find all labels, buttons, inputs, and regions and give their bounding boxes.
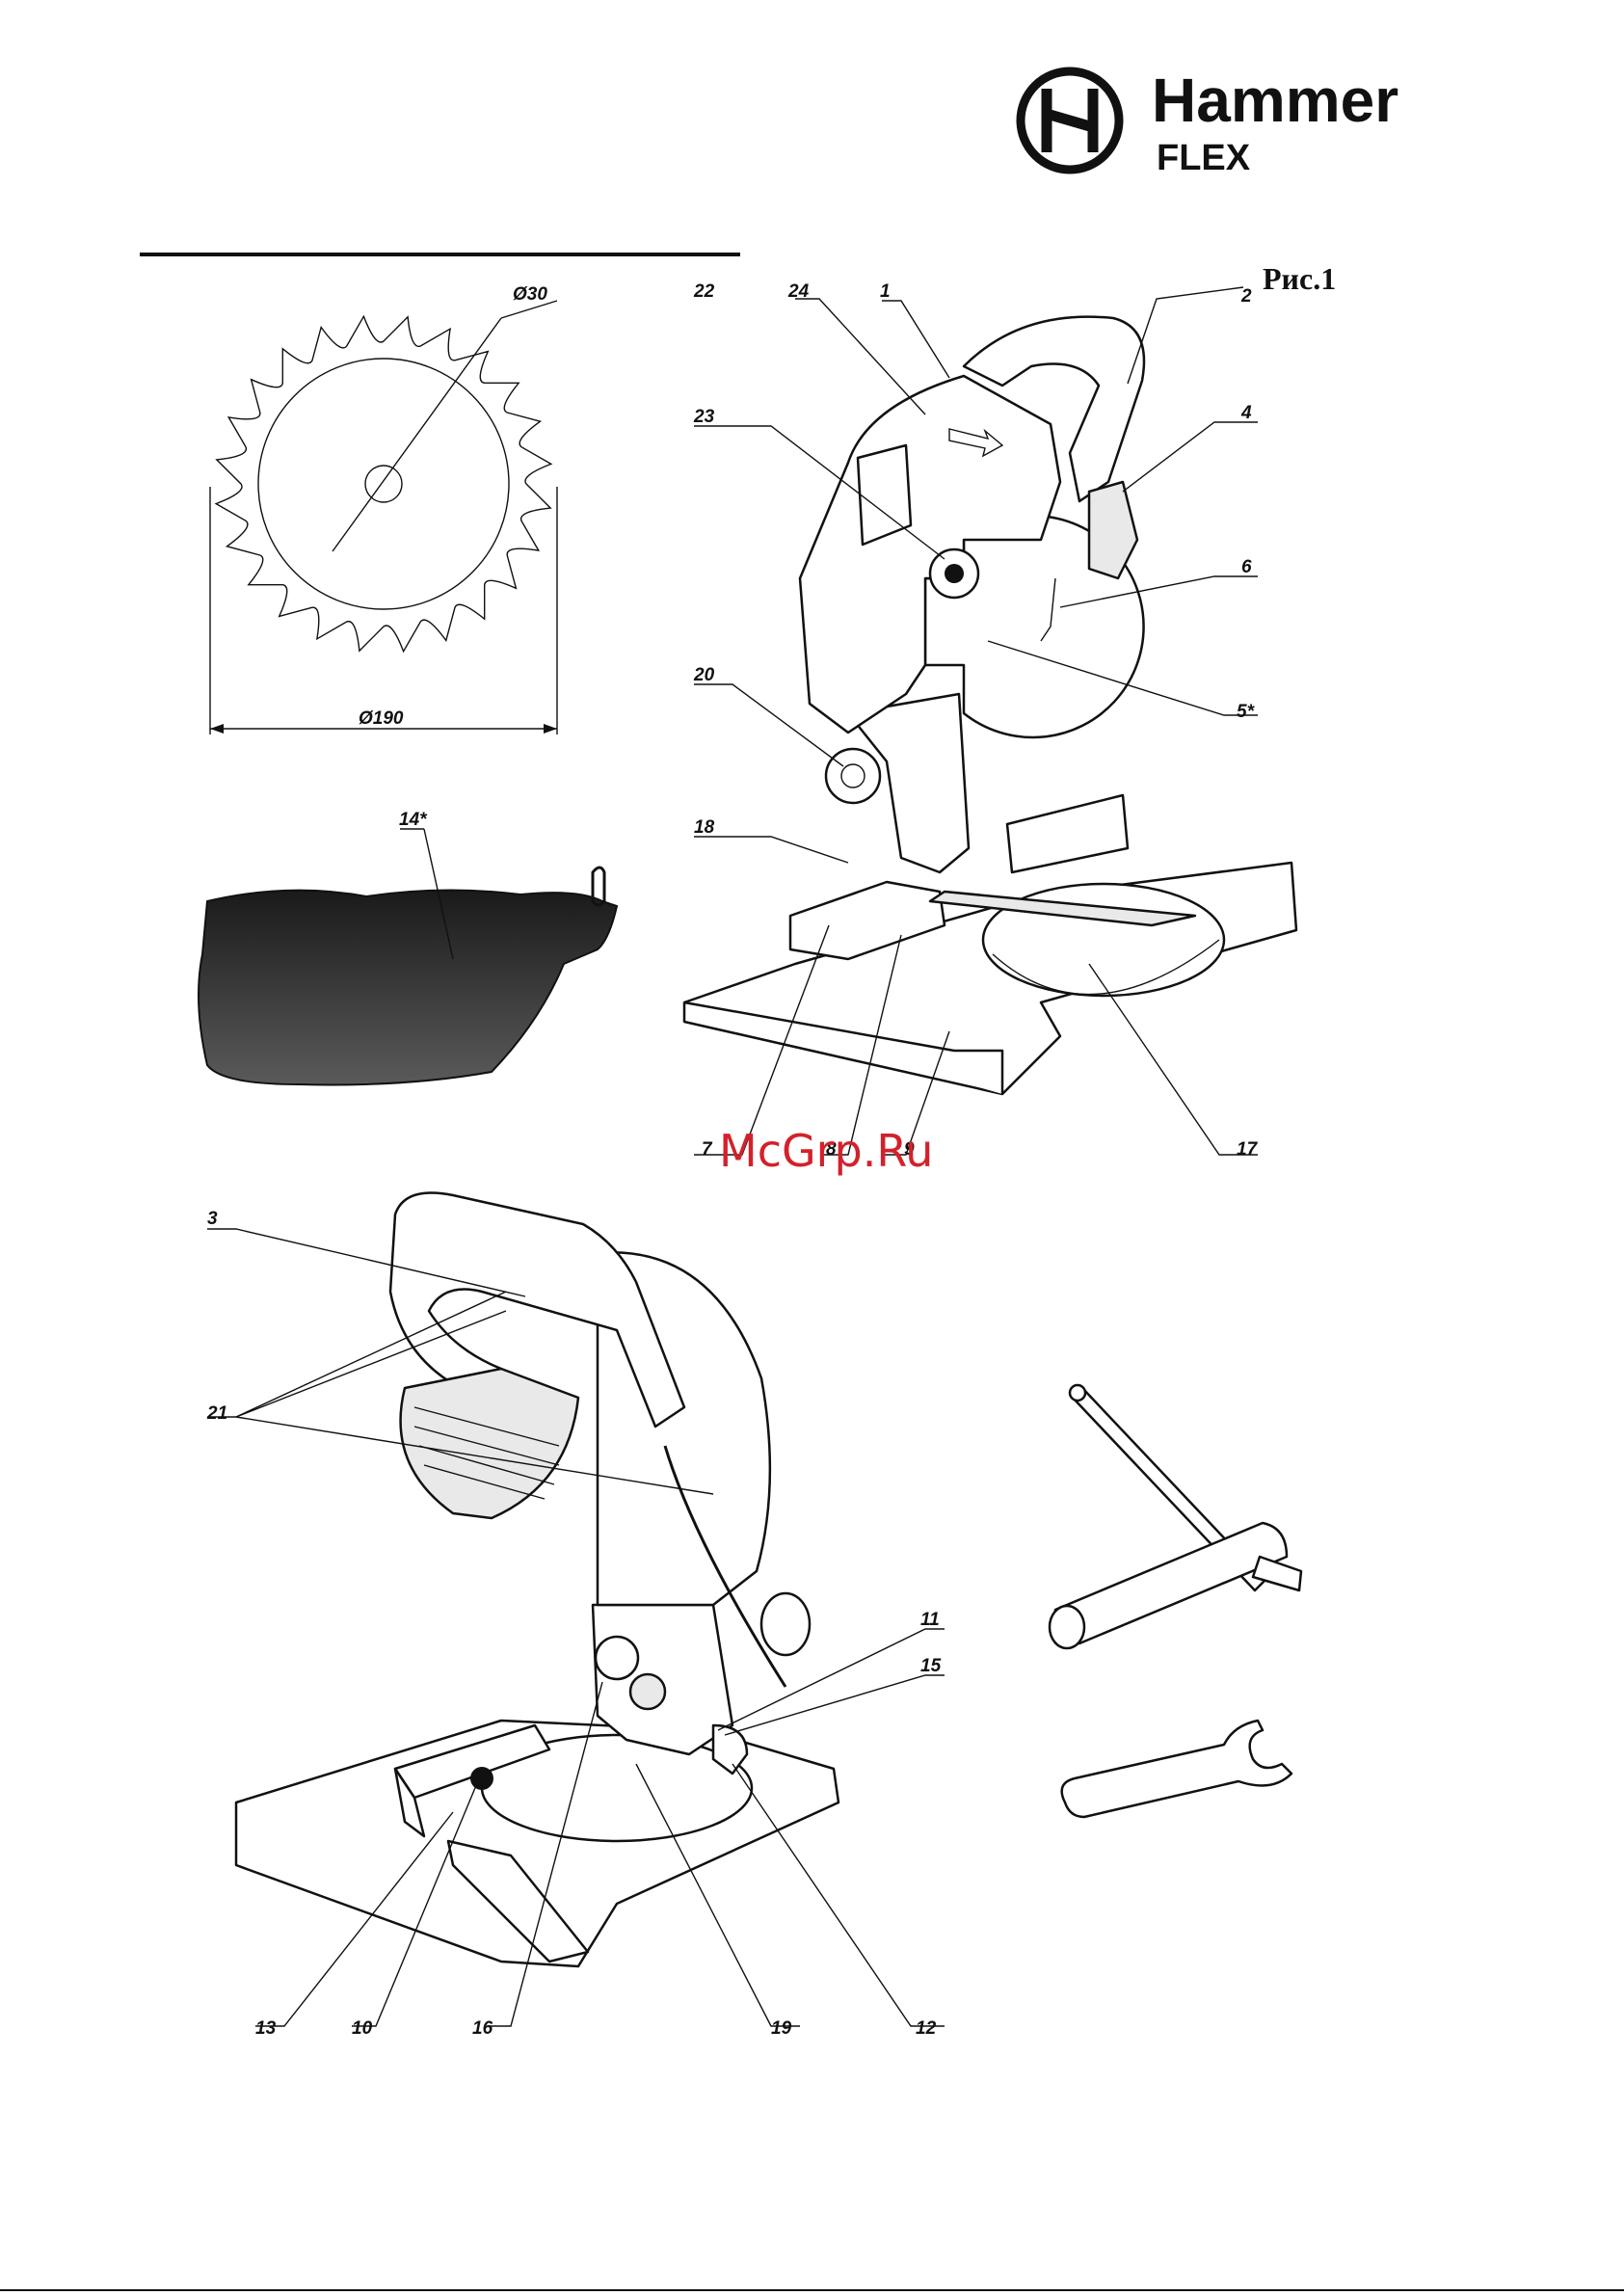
bore-diameter-label: Ø30 bbox=[513, 284, 547, 305]
callout-18: 18 bbox=[694, 817, 715, 838]
spanner-drawing bbox=[1062, 1721, 1291, 1817]
callout-17: 17 bbox=[1237, 1139, 1259, 1160]
callout-11: 11 bbox=[920, 1610, 940, 1630]
callout-15: 15 bbox=[920, 1656, 942, 1676]
miter-saw-front-view bbox=[684, 317, 1296, 1094]
callout-13: 13 bbox=[255, 2018, 277, 2039]
callout-2: 2 bbox=[1240, 286, 1252, 307]
callout-20: 20 bbox=[693, 665, 715, 685]
callout-10: 10 bbox=[352, 2018, 373, 2039]
brand-name: Hammer bbox=[1152, 66, 1398, 135]
callout-3: 3 bbox=[207, 1209, 218, 1229]
watermark: McGrp.Ru bbox=[719, 1125, 933, 1177]
callout-12: 12 bbox=[916, 2018, 937, 2039]
callout-6: 6 bbox=[1241, 557, 1252, 577]
callout-16: 16 bbox=[472, 2018, 493, 2039]
brand-subname: FLEX bbox=[1157, 138, 1251, 178]
callout-5: 5* bbox=[1237, 702, 1256, 722]
callout-24: 24 bbox=[787, 281, 810, 302]
callout-14: 14* bbox=[399, 810, 428, 830]
blade-diameter-label: Ø190 bbox=[359, 708, 404, 729]
callout-7: 7 bbox=[702, 1139, 713, 1160]
dust-bag-drawing: 14* bbox=[199, 810, 617, 1084]
callout-19: 19 bbox=[771, 2018, 792, 2039]
brand-logo: Hammer FLEX bbox=[1021, 66, 1398, 178]
callout-21: 21 bbox=[206, 1403, 227, 1424]
callout-4: 4 bbox=[1240, 403, 1252, 423]
socket-wrench-drawing bbox=[1050, 1385, 1301, 1648]
figure-title: Рис.1 bbox=[1263, 261, 1336, 296]
callout-22: 22 bbox=[693, 281, 715, 302]
saw-blade-drawing: Ø30 Ø190 bbox=[210, 284, 557, 734]
miter-saw-rear-view bbox=[236, 1193, 839, 1967]
callout-1: 1 bbox=[880, 281, 891, 302]
callout-23: 23 bbox=[693, 407, 715, 427]
